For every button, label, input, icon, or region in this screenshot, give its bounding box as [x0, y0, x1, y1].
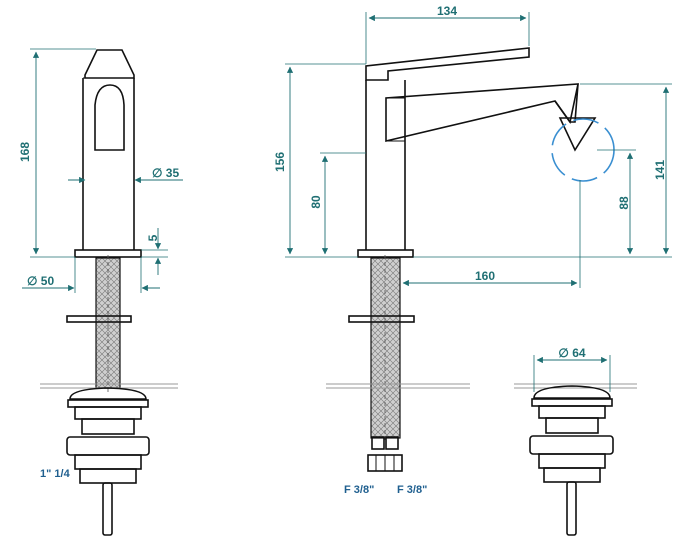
dim-label-156: 156 [273, 152, 287, 172]
dim-label-50: ∅ 50 [27, 274, 54, 288]
hose-thread-left-label: F 3/8" [344, 484, 374, 496]
spout-side [385, 83, 580, 143]
dim-label-5: 5 [146, 234, 160, 241]
dim-label-134: 134 [437, 4, 457, 18]
hose-connector-right [385, 436, 399, 450]
dim-label-64: ∅ 64 [558, 346, 585, 360]
waste-cap-left [69, 387, 147, 400]
dim-label-168: 168 [18, 142, 32, 162]
dim-label-80: 80 [309, 195, 323, 209]
mixer-body-side [365, 80, 406, 250]
base-plate-side [357, 249, 414, 258]
waste-cap-right [533, 385, 611, 399]
waste-nut-right [529, 435, 614, 455]
waste-rod-right [566, 481, 577, 536]
mixer-body-front [82, 78, 135, 250]
waste-dimensions: ∅ 64 [533, 346, 611, 392]
waste-detail-right [514, 383, 637, 536]
dim-label-160: 160 [475, 269, 495, 283]
waste-thread-label: 1" 1/4 [40, 468, 71, 480]
front-view-mixer [40, 49, 178, 536]
dim-label-141: 141 [653, 160, 667, 180]
side-dimensions: 134 156 80 141 88 160 [273, 4, 672, 288]
waste-nut-left [66, 436, 150, 456]
dim-label-88: 88 [617, 196, 631, 210]
hose-thread-right-label: F 3/8" [397, 484, 427, 496]
dim-label-35: ∅ 35 [152, 166, 179, 180]
lever-handle-side [365, 47, 530, 81]
threaded-shank-side [370, 257, 401, 439]
waste-rod-left [102, 482, 113, 536]
lever-slot-front [94, 84, 125, 151]
hose-connector-left [371, 436, 385, 450]
aerator-outlet [554, 83, 579, 123]
side-view-mixer [326, 47, 615, 472]
lever-handle-front [84, 49, 135, 79]
front-dimensions: 168 ∅ 35 5 ∅ 50 [18, 48, 183, 293]
